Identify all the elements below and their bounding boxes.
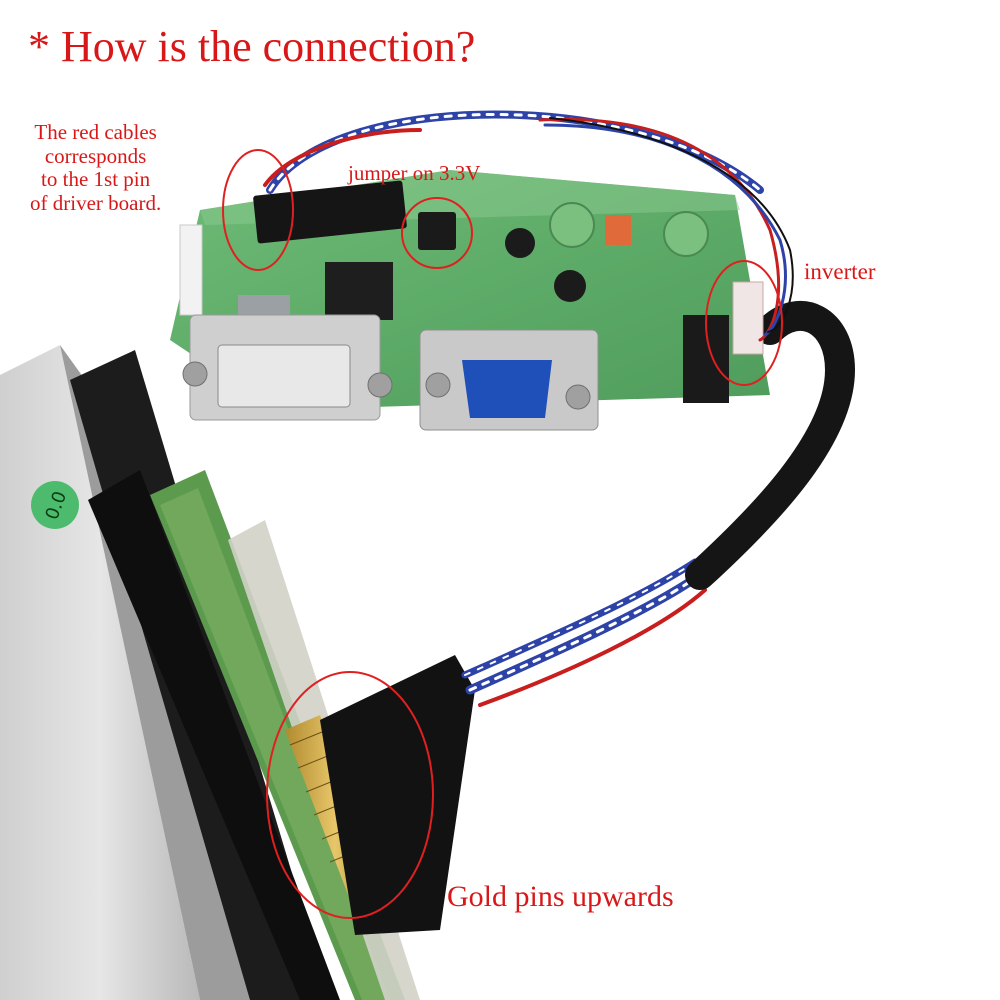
red-cable-ring: [222, 149, 294, 271]
gold-pins-ring: [266, 671, 434, 919]
red-cables-note-line: corresponds: [44, 143, 147, 168]
top-wires: [263, 110, 794, 342]
inverter-ring: [705, 260, 783, 386]
white-side-connector: [179, 224, 203, 316]
twisted-wire-bundle: [461, 558, 707, 707]
capacitor: [505, 228, 535, 258]
lvds-ribbon: [320, 655, 475, 935]
capacitor-2: [554, 270, 586, 302]
panel-sticker: 0.0: [31, 481, 79, 529]
vga-port: [462, 360, 552, 418]
driver-board: [170, 170, 770, 431]
pad-array: [605, 215, 631, 245]
page-title: * How is the connection?: [28, 22, 476, 71]
red-cables-note-line: The red cables: [34, 120, 157, 144]
red-cables-note-line: to the 1st pin: [41, 167, 151, 192]
main-cable: [685, 300, 856, 590]
red-cables-note-line: of driver board.: [30, 190, 162, 215]
inverter-note: inverter: [804, 259, 876, 284]
red-cables-note: The red cables corresponds to the 1st pi…: [30, 120, 162, 215]
inverter-connector: [732, 281, 764, 355]
annotation-rings: [222, 149, 783, 919]
jumper-note: jumper on 3.3V: [348, 161, 481, 185]
gold-pins-note: Gold pins upwards: [447, 880, 674, 913]
jumper-block: [418, 212, 456, 250]
jumper-ring: [401, 197, 473, 269]
controller-chip: [325, 262, 393, 320]
